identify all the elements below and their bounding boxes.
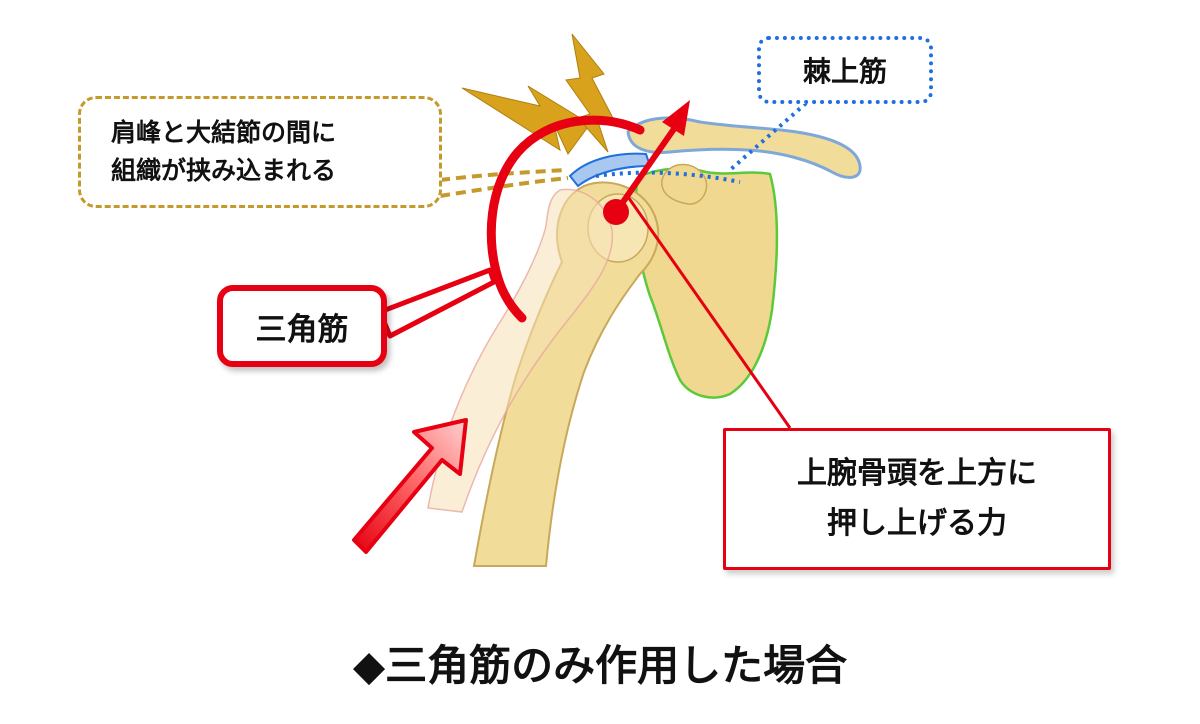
rotation-center-dot xyxy=(603,199,629,225)
deltoid-arc xyxy=(486,115,645,323)
deltoid-text: 三角筋 xyxy=(255,311,349,348)
coracoid-process xyxy=(661,163,708,205)
force-arrow-head xyxy=(662,100,690,136)
ghost-arm xyxy=(427,188,614,513)
deltoid-label: 三角筋 xyxy=(217,285,387,367)
diagram-caption: ◆三角筋のみ作用した場合 xyxy=(352,641,848,690)
impingement-leader xyxy=(439,176,569,198)
impingement-text-line2: 組織が挟み込まれる xyxy=(111,156,337,185)
supraspinatus-label: 棘上筋 xyxy=(757,36,933,104)
lightning-bolt-icon xyxy=(565,33,615,153)
force-text-line2: 押し上げる力 xyxy=(827,506,1007,541)
force-callout: 上腕骨頭を上方に 押し上げる力 xyxy=(723,428,1111,570)
clavicle-bone xyxy=(626,116,862,179)
scapula-bone xyxy=(634,167,779,399)
supraspinatus-leader xyxy=(728,96,814,172)
force-arrow-shaft xyxy=(613,124,679,214)
supraspinatus-band xyxy=(568,152,652,188)
impingement-callout: 肩峰と大結節の間に 組織が挟み込まれる xyxy=(78,96,442,208)
deltoid-label-pointer xyxy=(377,267,497,339)
force-callout-leader xyxy=(624,193,792,429)
supraspinatus-text: 棘上筋 xyxy=(802,55,887,88)
impingement-text-line1: 肩峰と大結節の間に xyxy=(111,118,337,147)
deltoid-pull-arrow xyxy=(352,418,468,554)
lightning-bolt-icon xyxy=(461,85,591,155)
force-text-line1: 上腕骨頭を上方に xyxy=(797,456,1037,491)
